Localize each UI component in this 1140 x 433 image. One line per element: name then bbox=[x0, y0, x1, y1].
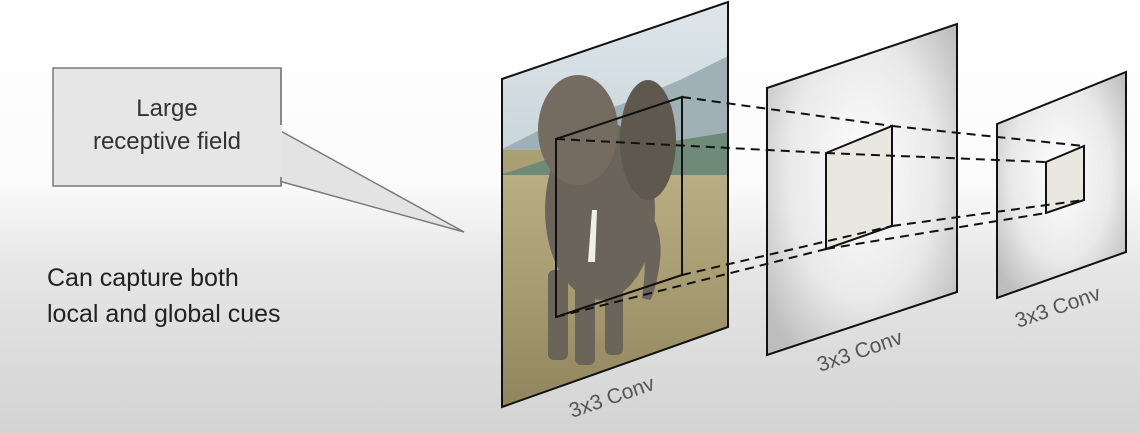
layer-3-label: 3x3 Conv bbox=[1012, 282, 1104, 333]
feature-map-1 bbox=[766, 22, 958, 357]
callout-line-1: Large bbox=[136, 95, 198, 122]
note-line-1: Can capture both bbox=[47, 264, 239, 292]
callout-line-2: receptive field bbox=[92, 128, 242, 155]
feature-map-2-kernel bbox=[1045, 144, 1085, 215]
callout-box bbox=[52, 67, 282, 187]
projection-lines bbox=[555, 96, 1085, 318]
receptive-field-callout bbox=[52, 67, 465, 233]
callout-pointer bbox=[267, 122, 465, 233]
callout-text: Large receptive field bbox=[54, 92, 280, 158]
input-image-frame bbox=[501, 0, 729, 409]
feature-map-2 bbox=[996, 70, 1127, 300]
note-line-2: local and global cues bbox=[47, 300, 281, 328]
note-text: Can capture both local and global cues bbox=[47, 260, 427, 332]
input-image-layer bbox=[501, 0, 729, 409]
elephant-figure bbox=[538, 75, 676, 365]
